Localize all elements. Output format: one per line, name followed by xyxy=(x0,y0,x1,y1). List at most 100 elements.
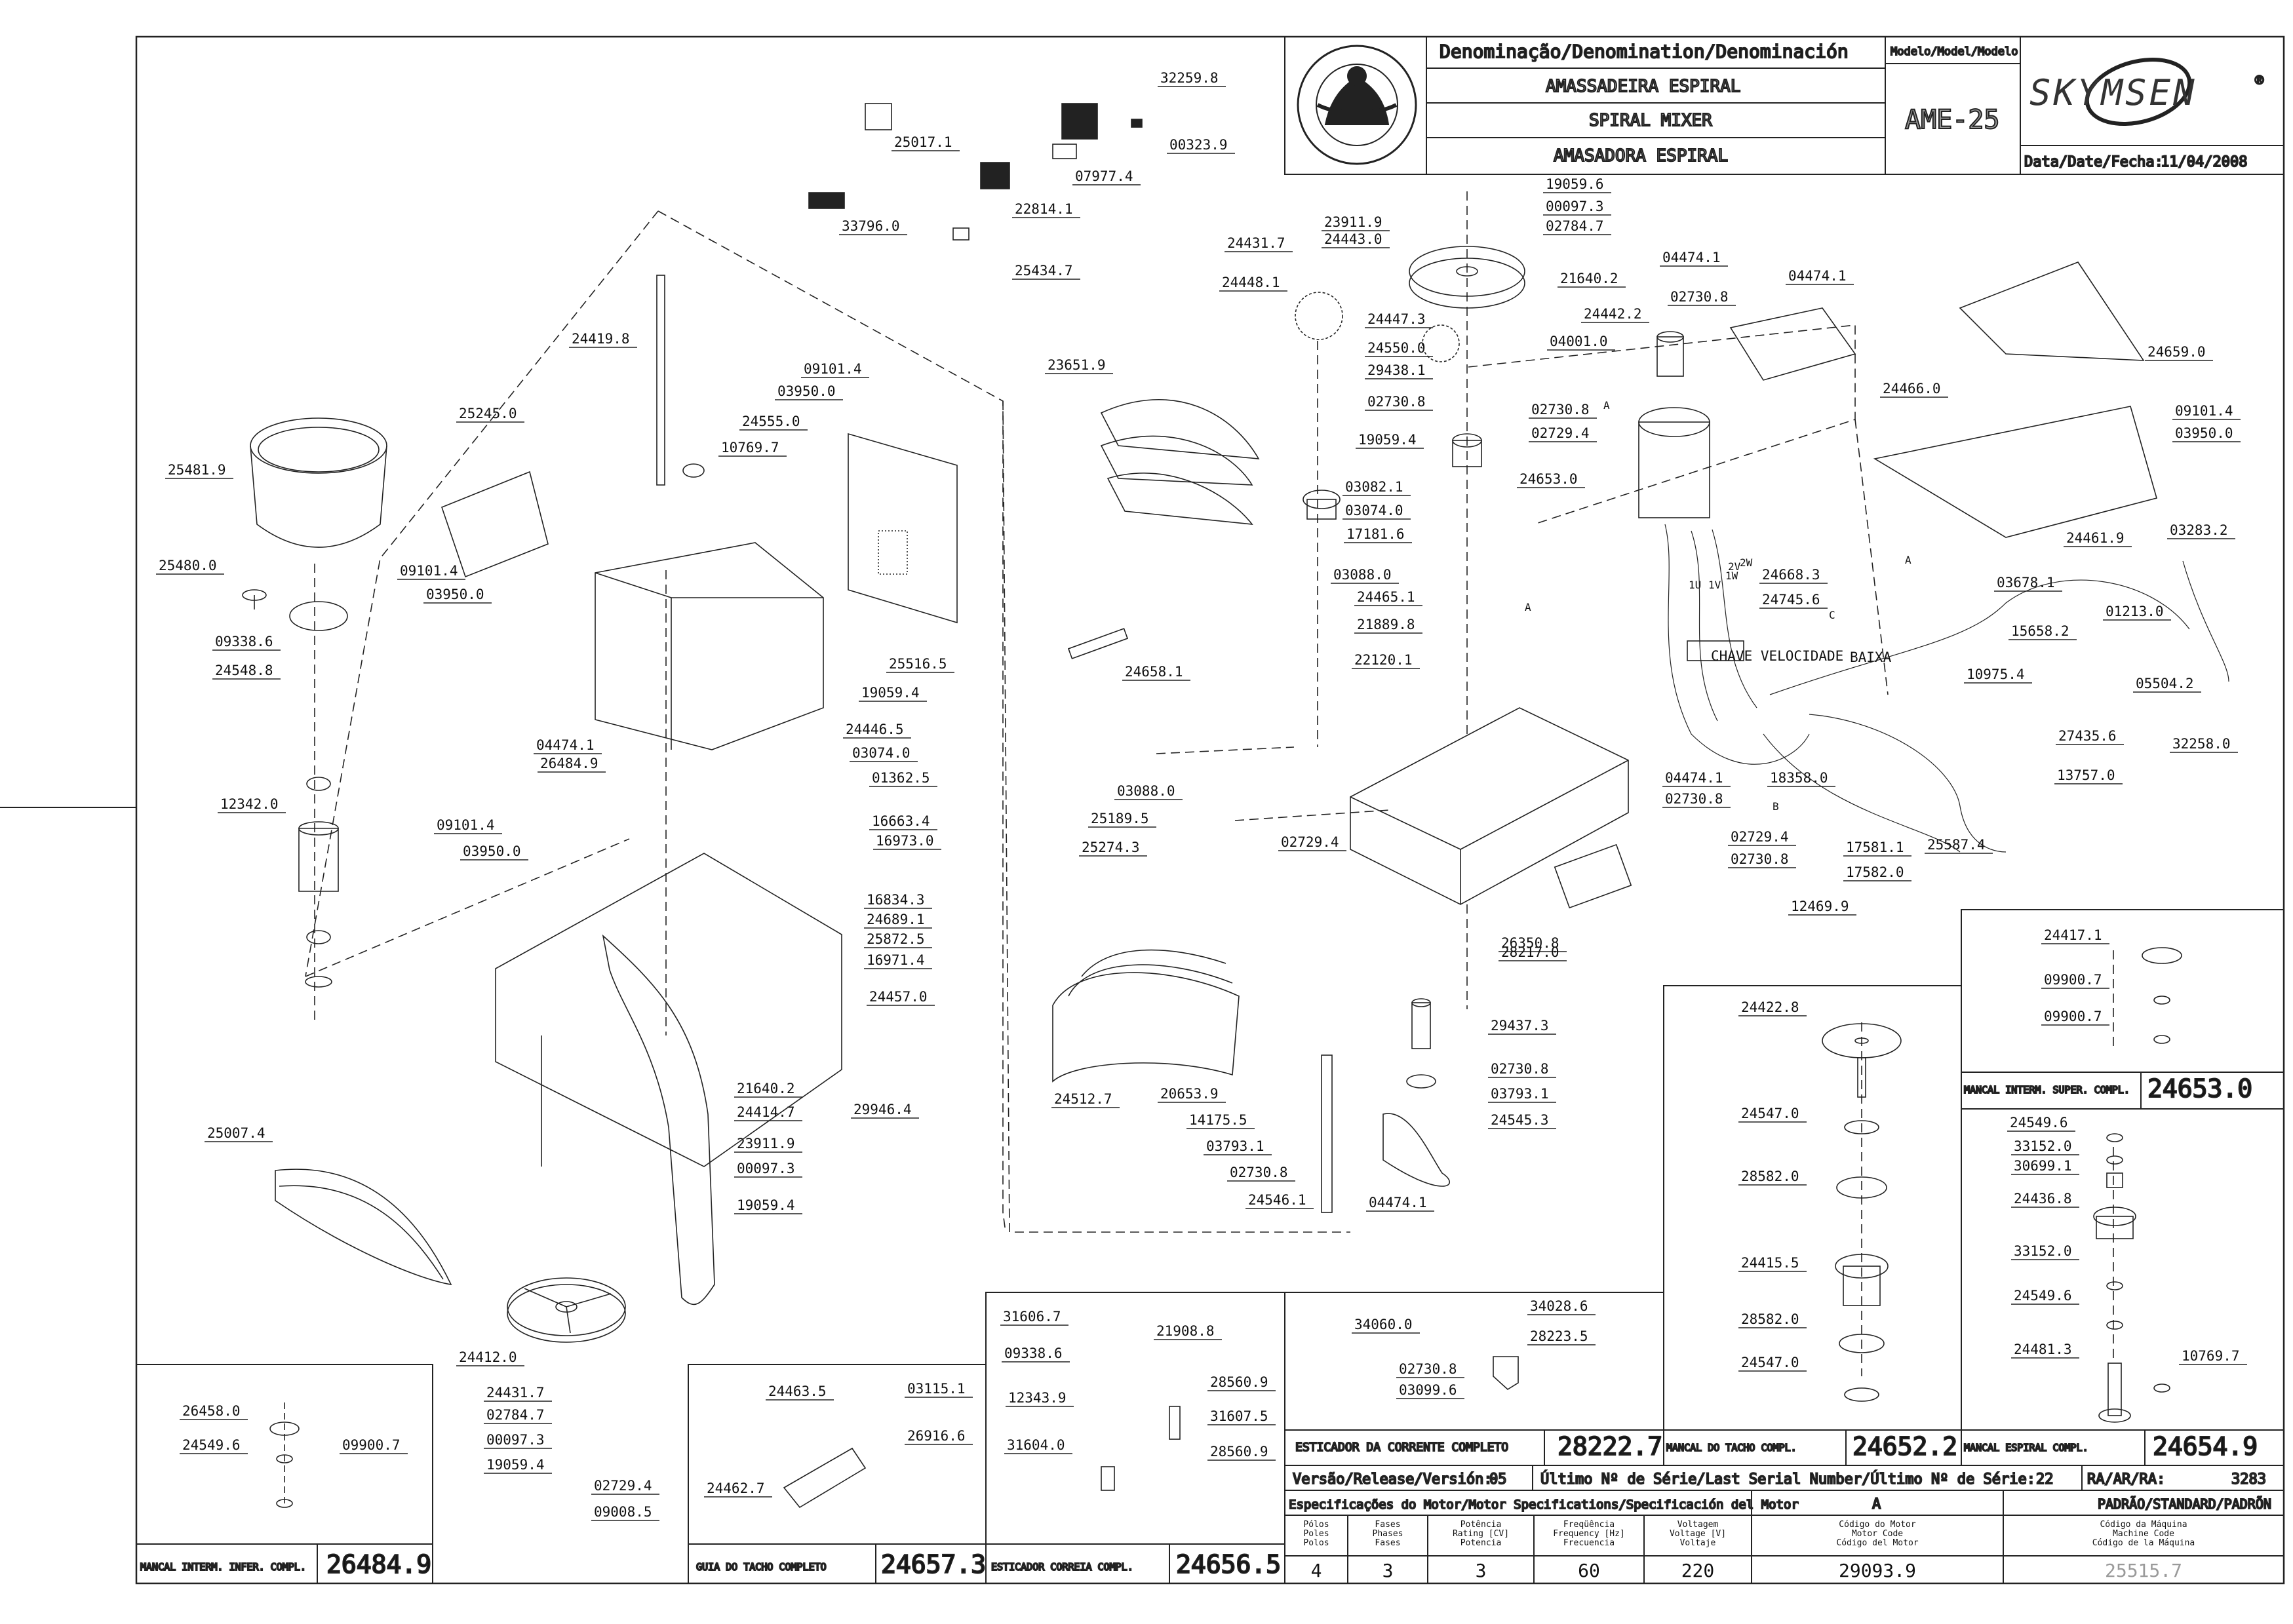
spiral-shaft-assembly xyxy=(1321,998,1450,1213)
part-number-label: 03082.1 xyxy=(1345,479,1403,495)
drive-belt xyxy=(275,1169,452,1286)
part-number-label: 16971.4 xyxy=(867,952,925,968)
part-number-label: 27435.6 xyxy=(2058,728,2117,744)
part-number-label: 19059.4 xyxy=(861,685,920,701)
part-number-label: 03115.1 xyxy=(907,1381,966,1397)
part-number-label: 24549.6 xyxy=(2010,1115,2068,1131)
motor-spec-heading: Phases xyxy=(1373,1529,1403,1539)
assembly-code: 24657.3 xyxy=(881,1550,986,1579)
part-number-label: 02730.8 xyxy=(1367,394,1426,410)
part-number-label: 24412.0 xyxy=(459,1349,517,1365)
part-number-label: 23911.9 xyxy=(737,1136,795,1151)
part-number-label: 18358.0 xyxy=(1770,770,1828,786)
part-number-label: 17181.6 xyxy=(1346,526,1405,542)
cable-harness xyxy=(1664,524,2229,853)
part-number-label: A xyxy=(1905,554,1911,566)
assembly-name: MANCAL INTERM. INFER. COMPL. xyxy=(140,1561,306,1573)
part-number-label: 16834.3 xyxy=(867,892,925,908)
part-number-label: 10975.4 xyxy=(1967,667,2025,682)
part-number-label: 2W xyxy=(1740,556,1753,569)
part-number-label: 25007.4 xyxy=(207,1125,265,1141)
assembly-code: 24656.5 xyxy=(1176,1550,1281,1579)
motor-spec-value: 4 xyxy=(1311,1560,1322,1581)
part-number-label: 04474.1 xyxy=(1788,268,1847,284)
part-number-label: 26458.0 xyxy=(182,1403,241,1419)
bottom-pulley xyxy=(507,1277,626,1343)
part-number-label: 03099.6 xyxy=(1399,1382,1457,1398)
part-number-label: 03793.1 xyxy=(1491,1086,1549,1102)
part-number-label: 31604.0 xyxy=(1007,1437,1065,1453)
assembly-code: 28222.7 xyxy=(1558,1432,1662,1461)
part-number-label: 14175.5 xyxy=(1189,1112,1247,1128)
product-name-pt: AMASSADEIRA ESPIRAL xyxy=(1546,77,1740,96)
part-number-label: 24512.7 xyxy=(1054,1091,1112,1107)
motor-spec-heading: Motor Code xyxy=(1852,1529,1903,1539)
motor-spec-heading: Código del Motor xyxy=(1836,1538,1918,1548)
part-number-label: 00097.3 xyxy=(1546,199,1604,214)
motor-spec-heading: Voltagem xyxy=(1677,1520,1719,1530)
part-number-label: 20653.9 xyxy=(1160,1086,1219,1102)
motor-spec-heading: Poles xyxy=(1303,1529,1329,1539)
part-number-label: 24549.6 xyxy=(182,1437,241,1453)
part-number-label: CHAVE VELOCIDADE xyxy=(1711,648,1843,664)
top-pulley xyxy=(1295,246,1525,362)
ra-value: 3283 xyxy=(2231,1471,2266,1488)
part-number-label: B xyxy=(1773,800,1779,813)
part-number-label: 24436.8 xyxy=(2014,1191,2072,1207)
part-number-label: 07977.4 xyxy=(1075,168,1133,184)
part-number-label: 04001.0 xyxy=(1550,334,1608,349)
serial-value: 22 xyxy=(2036,1471,2054,1488)
part-number-label: 26916.6 xyxy=(907,1428,966,1444)
part-number-label: 03088.0 xyxy=(1117,783,1175,799)
part-number-label: 01362.5 xyxy=(872,770,930,786)
motor-spec-heading: Frequency [Hz] xyxy=(1553,1529,1625,1539)
ra-label: RA/AR/RA: xyxy=(2087,1471,2165,1488)
part-number-label: 02729.4 xyxy=(1731,829,1789,845)
part-number-label: 24745.6 xyxy=(1762,592,1820,608)
part-number-label: 22814.1 xyxy=(1015,201,1073,217)
part-number-label: 24422.8 xyxy=(1741,999,1799,1015)
part-number-label: C xyxy=(1829,609,1835,621)
motor-spec-value: 29093.9 xyxy=(1839,1560,1916,1581)
part-number-label: 28560.9 xyxy=(1210,1374,1268,1390)
denomination-header: Denominação/Denomination/Denominación xyxy=(1440,41,1849,62)
bowl-guard xyxy=(1052,949,1240,1083)
part-number-label: 00097.3 xyxy=(737,1161,795,1176)
part-number-label: 32258.0 xyxy=(2172,736,2231,752)
part-number-label: 19059.4 xyxy=(486,1457,545,1473)
motor-spec-heading: Machine Code xyxy=(2113,1529,2174,1539)
motor-spec-heading: Fases xyxy=(1375,1520,1400,1530)
title-block: Denominação/Denomination/Denominación AM… xyxy=(1284,36,2284,175)
assembly-name: MANCAL INTERM. SUPER. COMPL. xyxy=(1964,1084,2130,1096)
part-number-label: 00323.9 xyxy=(1169,137,1228,153)
part-number-label: 24414.7 xyxy=(737,1104,795,1120)
part-number-label: 1V xyxy=(1708,579,1721,591)
part-number-label: 23911.9 xyxy=(1324,214,1382,230)
part-number-label: 31607.5 xyxy=(1210,1408,1268,1424)
motor-belts xyxy=(1100,398,1260,525)
motor-spec-heading: Fases xyxy=(1375,1538,1400,1548)
part-number-label: 24419.8 xyxy=(572,331,630,347)
motor-spec-value: 3 xyxy=(1382,1560,1394,1581)
motor-spec-heading: Pólos xyxy=(1303,1520,1329,1530)
part-number-label: 00097.3 xyxy=(486,1432,545,1448)
part-number-label: 03088.0 xyxy=(1333,567,1392,583)
part-number-label: 28560.9 xyxy=(1210,1444,1268,1460)
part-number-label: 33152.0 xyxy=(2014,1243,2072,1259)
part-number-label: 04474.1 xyxy=(1662,250,1721,265)
part-number-label: 31606.7 xyxy=(1003,1309,1061,1324)
part-number-label: 24446.5 xyxy=(846,722,904,737)
part-number-label: 02729.4 xyxy=(594,1478,652,1494)
part-number-label: 25434.7 xyxy=(1015,263,1073,279)
bowl-drawing xyxy=(250,417,387,631)
assembly-name: MANCAL DO TACHO COMPL. xyxy=(1666,1442,1797,1454)
part-number-label: 03074.0 xyxy=(852,745,911,761)
motor-spec-heading: Código da Máquina xyxy=(2100,1520,2187,1530)
part-number-label: 03950.0 xyxy=(777,383,836,399)
part-number-label: 05504.2 xyxy=(2136,676,2194,691)
part-number-label: 02730.8 xyxy=(1531,402,1590,417)
motor-spec-heading: Polos xyxy=(1303,1538,1329,1548)
part-number-label: A xyxy=(1525,601,1531,613)
